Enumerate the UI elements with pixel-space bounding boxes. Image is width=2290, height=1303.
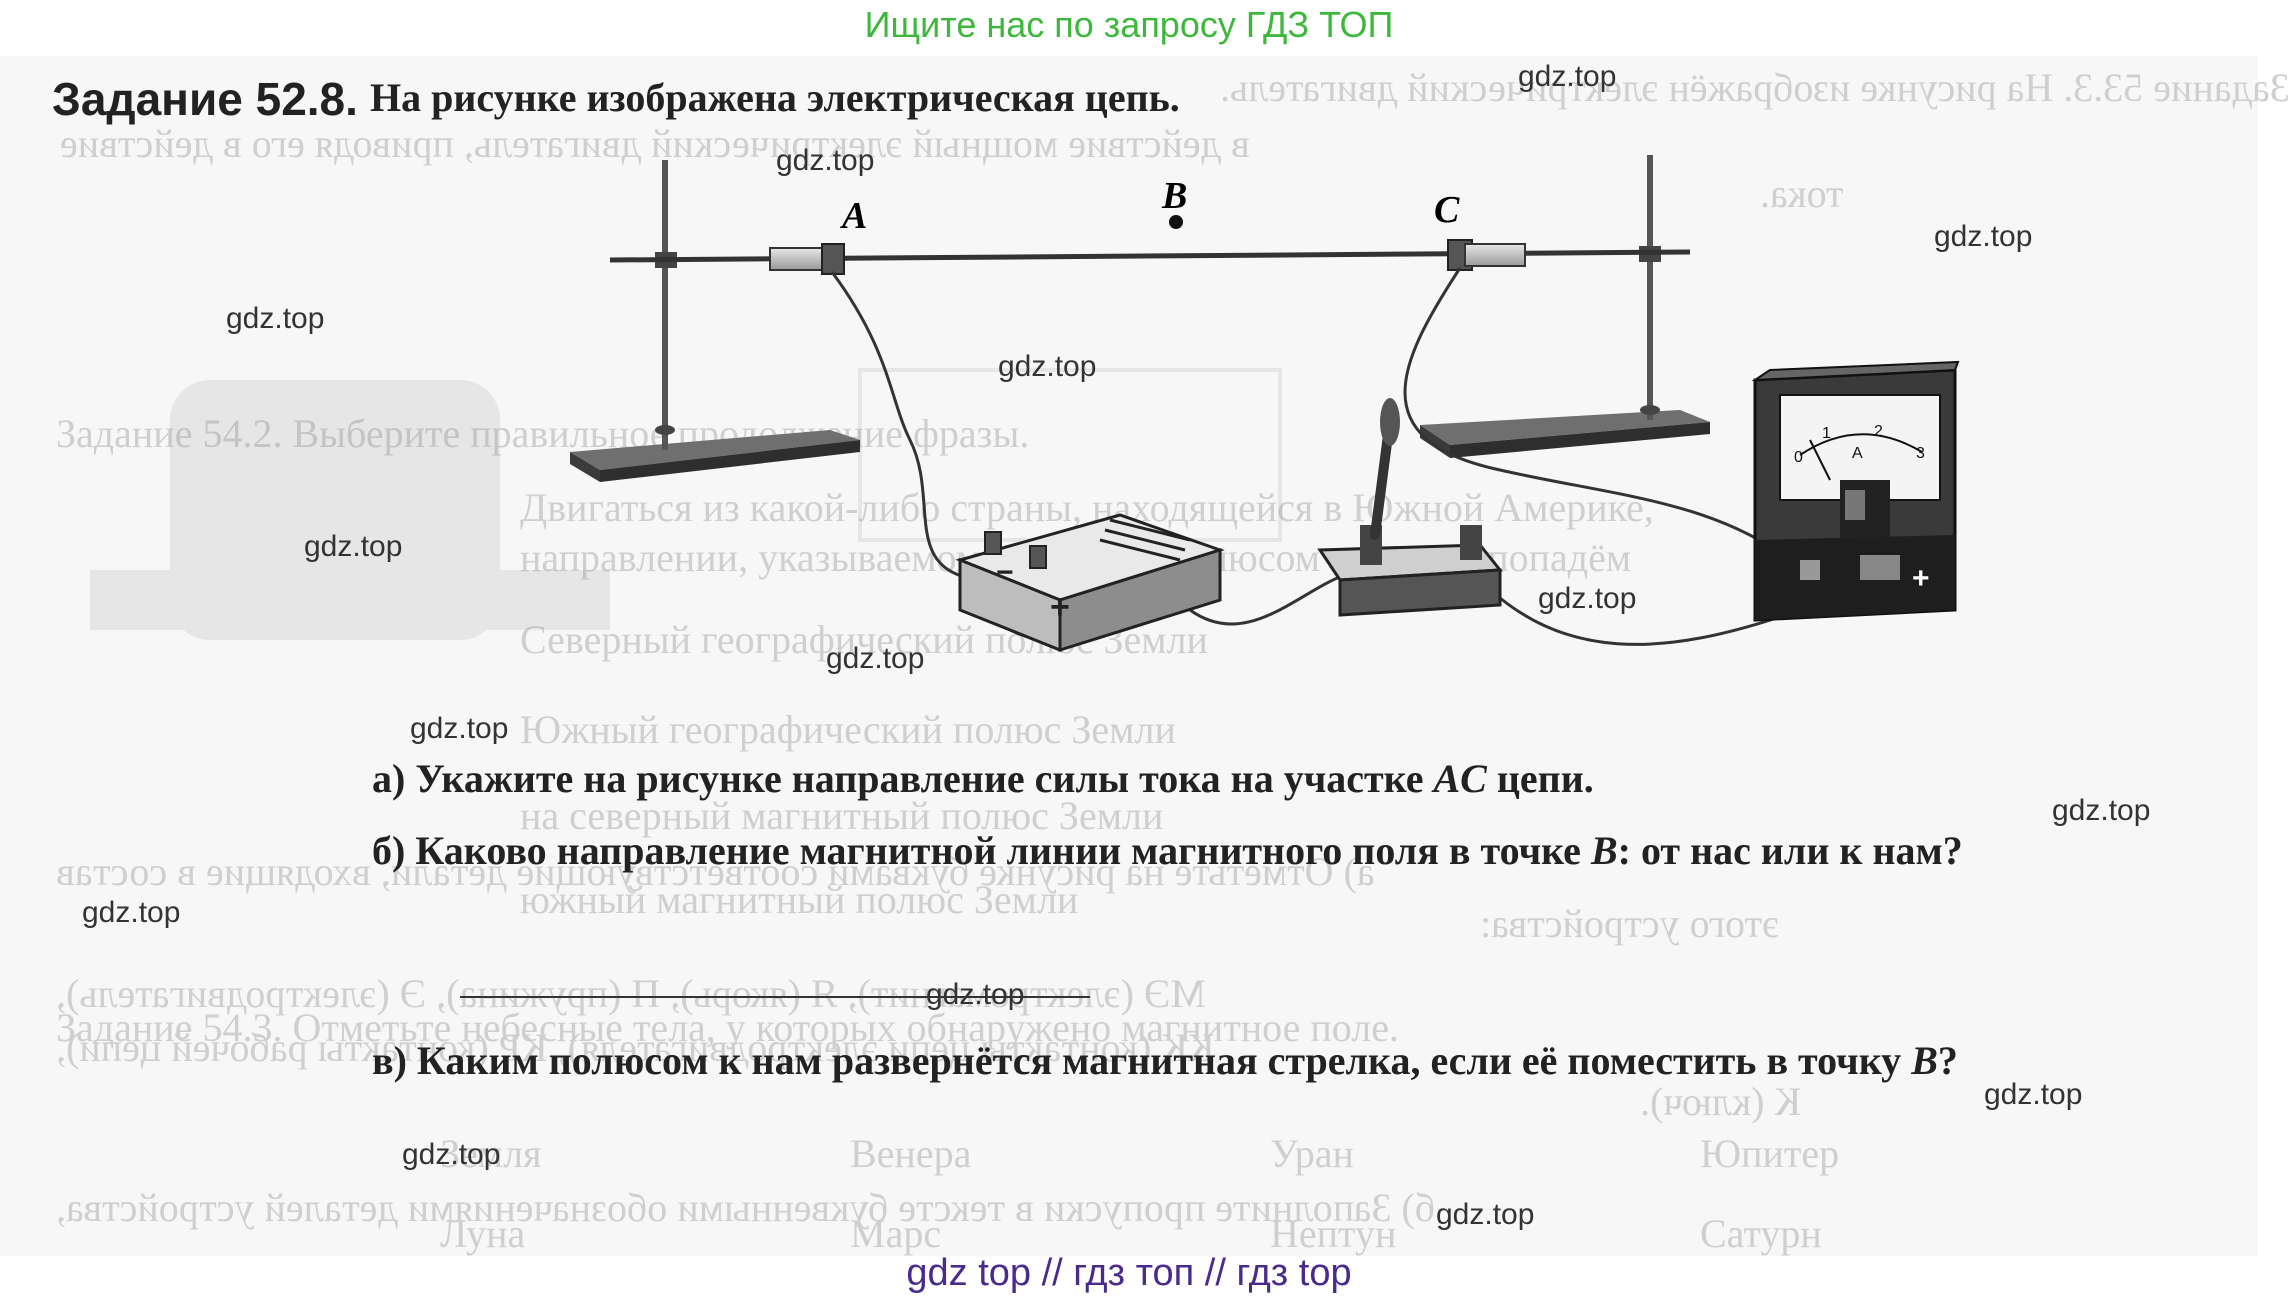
battery-plus-sign: + (1050, 588, 1070, 626)
watermark: gdz.top (998, 350, 1097, 383)
watermark: gdz.top (2052, 794, 2151, 827)
ghost-line: Задание 54.3. Отметьте небесные тела, у … (56, 1005, 1399, 1050)
label-a: A (840, 195, 867, 237)
watermark: gdz.top (304, 530, 403, 563)
left-stand (570, 160, 860, 482)
ghost-line: на северный магнитный полюс Земли (520, 793, 1164, 838)
ghost-line: Венера (850, 1131, 972, 1176)
battery-minus-sign: − (996, 556, 1014, 589)
ghost-line: Сатурн (1700, 1211, 1822, 1256)
ammeter-scale-0: 0 (1794, 449, 1803, 466)
question-a-prefix: а) Укажите на рисунке направление силы т… (372, 756, 1434, 801)
ghost-line: Задание 53.3. На рисунке изображён элект… (1220, 65, 2290, 110)
question-a-suffix: цепи. (1486, 756, 1594, 801)
ammeter-plus-sign: + (1912, 562, 1930, 595)
top-banner[interactable]: Ищите нас по запросу ГДЗ ТОП (864, 4, 1394, 45)
watermark: gdz.top (776, 144, 875, 177)
ammeter-needle (1809, 439, 1831, 481)
ghost-line: Южный географический полюс Земли (520, 707, 1176, 752)
question-c-prefix: в) Каким полюсом к нам развернётся магни… (372, 1038, 1912, 1083)
watermark: gdz.top (1436, 1198, 1535, 1231)
ghost-line: б) Заполните пропуски в тексте буквенным… (56, 1185, 1436, 1230)
watermark: gdz.top (1934, 220, 2033, 253)
question-c-italic: B (1911, 1038, 1938, 1083)
clamp-a (769, 243, 845, 275)
ghost-line: Марс (850, 1211, 942, 1256)
ghost-line: Юпитер (1700, 1131, 1840, 1176)
ghost-line: Луна (440, 1211, 526, 1256)
ghost-line: Нептун (1270, 1211, 1397, 1256)
question-b-prefix: б) Каково направление магнитной линии ма… (372, 828, 1591, 873)
question-a-italic: AC (1433, 756, 1487, 801)
ghost-line: Земля (440, 1131, 542, 1176)
ammeter: 0 1 2 3 A + (1751, 360, 1960, 622)
ammeter-scale-3: 3 (1916, 445, 1925, 462)
question-b-suffix: : от нас или к нам? (1617, 828, 1963, 873)
ammeter-scale-1: 1 (1822, 425, 1831, 442)
ghost-line: этого устройства: (1480, 901, 1780, 946)
bottom-banner[interactable]: gdz top // гдз топ // гдз top (906, 1252, 1352, 1294)
watermark: gdz.top (1518, 60, 1617, 93)
right-stand (1420, 155, 1710, 458)
watermark: gdz.top (226, 302, 325, 335)
watermark: gdz.top (926, 978, 1025, 1011)
point-b (1169, 215, 1183, 229)
ammeter-scale-2: 2 (1874, 423, 1883, 440)
ghost-line: Уран (1270, 1131, 1354, 1176)
answer-line-b[interactable] (460, 996, 1090, 998)
label-b: B (1161, 175, 1187, 217)
ghost-line: Двигаться из какой-либо страны, находяще… (520, 485, 1654, 530)
question-c: в) Каким полюсом к нам развернётся магни… (372, 1034, 2192, 1088)
circuit-figure: A B C − + (90, 155, 1960, 653)
watermark: gdz.top (826, 642, 925, 675)
watermark: gdz.top (402, 1138, 501, 1171)
clamp-c (1447, 239, 1526, 271)
watermark: gdz.top (1984, 1078, 2083, 1111)
question-a: а) Укажите на рисунке направление силы т… (372, 752, 2202, 806)
question-b: б) Каково направление магнитной линии ма… (372, 824, 2192, 878)
ammeter-unit: A (1852, 445, 1863, 462)
ghost-line: южный магнитный полюс Земли (520, 877, 1079, 922)
watermark: gdz.top (82, 896, 181, 929)
knife-switch (1317, 398, 1503, 617)
task-text: На рисунке изображена электрическая цепь… (370, 75, 1180, 120)
ghost-motor-image (90, 368, 1282, 640)
question-b-italic: B (1590, 828, 1618, 873)
watermark: gdz.top (1538, 582, 1637, 615)
ghost-line: Задание 54.2. Выберите правильное продол… (56, 411, 1030, 456)
question-c-suffix: ? (1937, 1038, 1958, 1083)
power-supply: − + (955, 513, 1225, 653)
label-c: C (1434, 189, 1460, 231)
task-number: Задание 52.8. (52, 73, 358, 125)
watermark: gdz.top (410, 712, 509, 745)
